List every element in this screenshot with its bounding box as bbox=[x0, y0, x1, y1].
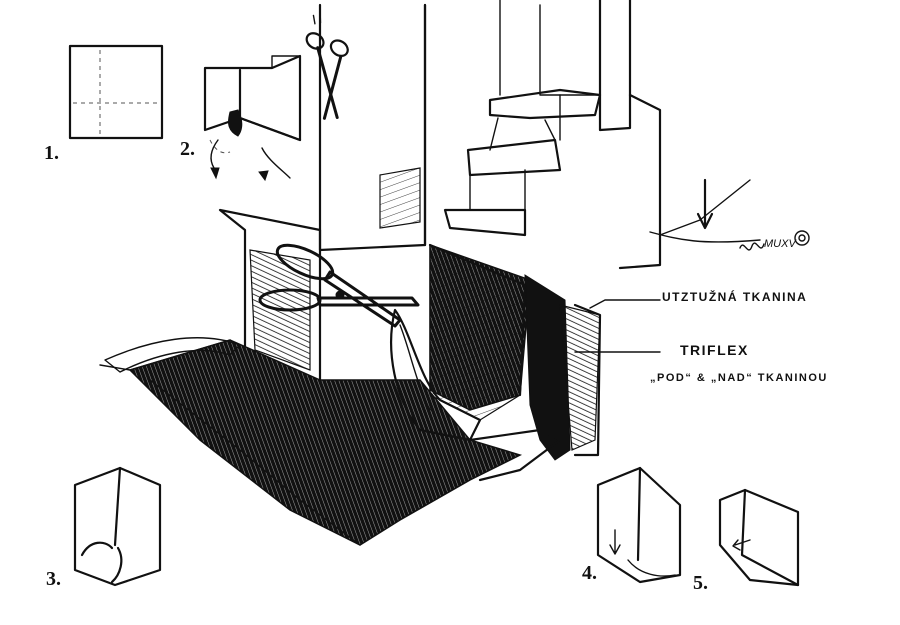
signature-mark bbox=[739, 230, 810, 251]
step-3-corner bbox=[73, 466, 162, 587]
label-triflex-subtitle: „POD“ & „NAD“ TKANINOU bbox=[650, 372, 828, 384]
step-1-square-sheet bbox=[68, 44, 164, 140]
step-number-4: 4. bbox=[582, 562, 597, 584]
cut-arrow bbox=[649, 178, 761, 243]
label-reinforcing-fabric: UTZTUŽNÁ TKANINA bbox=[662, 290, 808, 304]
scissors-icon bbox=[305, 12, 349, 120]
step-number-5: 5. bbox=[693, 572, 708, 594]
step-number-2: 2. bbox=[180, 138, 195, 160]
step-2-cut-corner bbox=[203, 54, 302, 182]
leader-fabric bbox=[589, 299, 661, 309]
main-scene bbox=[99, 0, 751, 546]
label-triflex: TRIFLEX bbox=[680, 342, 749, 358]
step-4-corner bbox=[596, 466, 682, 584]
scissors-large-icon bbox=[258, 243, 420, 328]
step-number-1: 1. bbox=[44, 142, 59, 164]
step-number-3: 3. bbox=[46, 568, 61, 590]
signature-text: MUXV bbox=[764, 238, 796, 250]
step-5-corner bbox=[718, 488, 800, 587]
